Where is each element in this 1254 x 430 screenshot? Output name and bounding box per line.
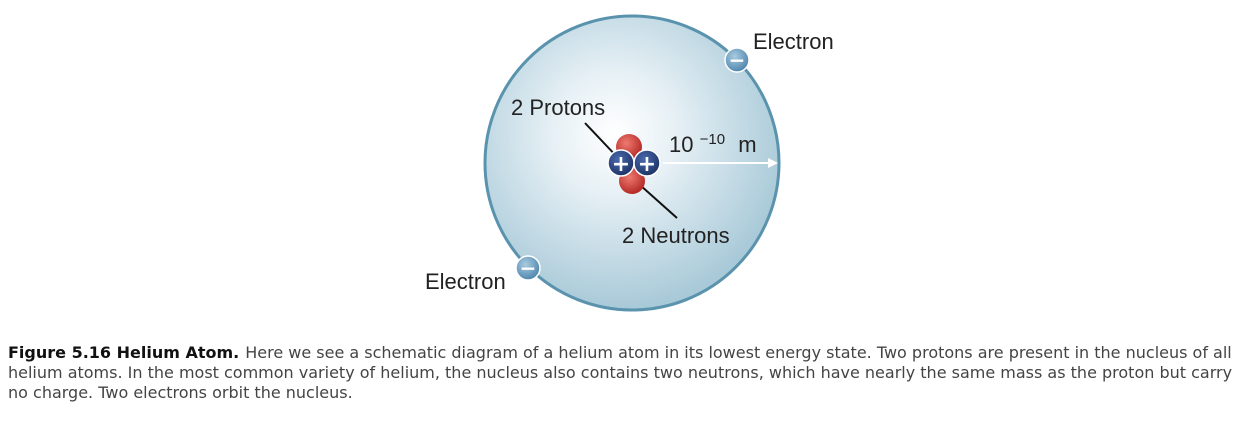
radius-label-exponent: −10: [700, 131, 725, 148]
helium-atom-diagram: + + 10 −10 m − − Electron Electron 2 Pro…: [425, 14, 834, 312]
electron-particle-top: −: [724, 47, 750, 73]
label-protons: 2 Protons: [511, 95, 605, 120]
figure-caption-text: Here we see a schematic diagram of a hel…: [8, 343, 1233, 402]
radius-label-unit: m: [738, 132, 756, 157]
neutrons-leader-line: [639, 184, 678, 219]
proton-plus-sign: +: [638, 152, 656, 177]
label-electron-top: Electron: [753, 29, 834, 54]
label-electron-bottom: Electron: [425, 269, 506, 294]
radius-label: 10 −10 m: [669, 124, 757, 157]
proton-particle: +: [633, 149, 661, 177]
label-neutrons: 2 Neutrons: [622, 223, 730, 248]
figure-caption: Figure 5.16 Helium Atom.Here we see a sc…: [8, 343, 1244, 403]
proton-plus-sign: +: [612, 152, 630, 177]
electron-minus-sign: −: [520, 256, 537, 280]
radius-label-base: 10: [669, 132, 693, 157]
proton-particle: +: [607, 149, 635, 177]
electron-minus-sign: −: [729, 48, 746, 72]
electron-particle-bottom: −: [515, 255, 541, 281]
figure-caption-title: Figure 5.16 Helium Atom.: [8, 343, 240, 362]
